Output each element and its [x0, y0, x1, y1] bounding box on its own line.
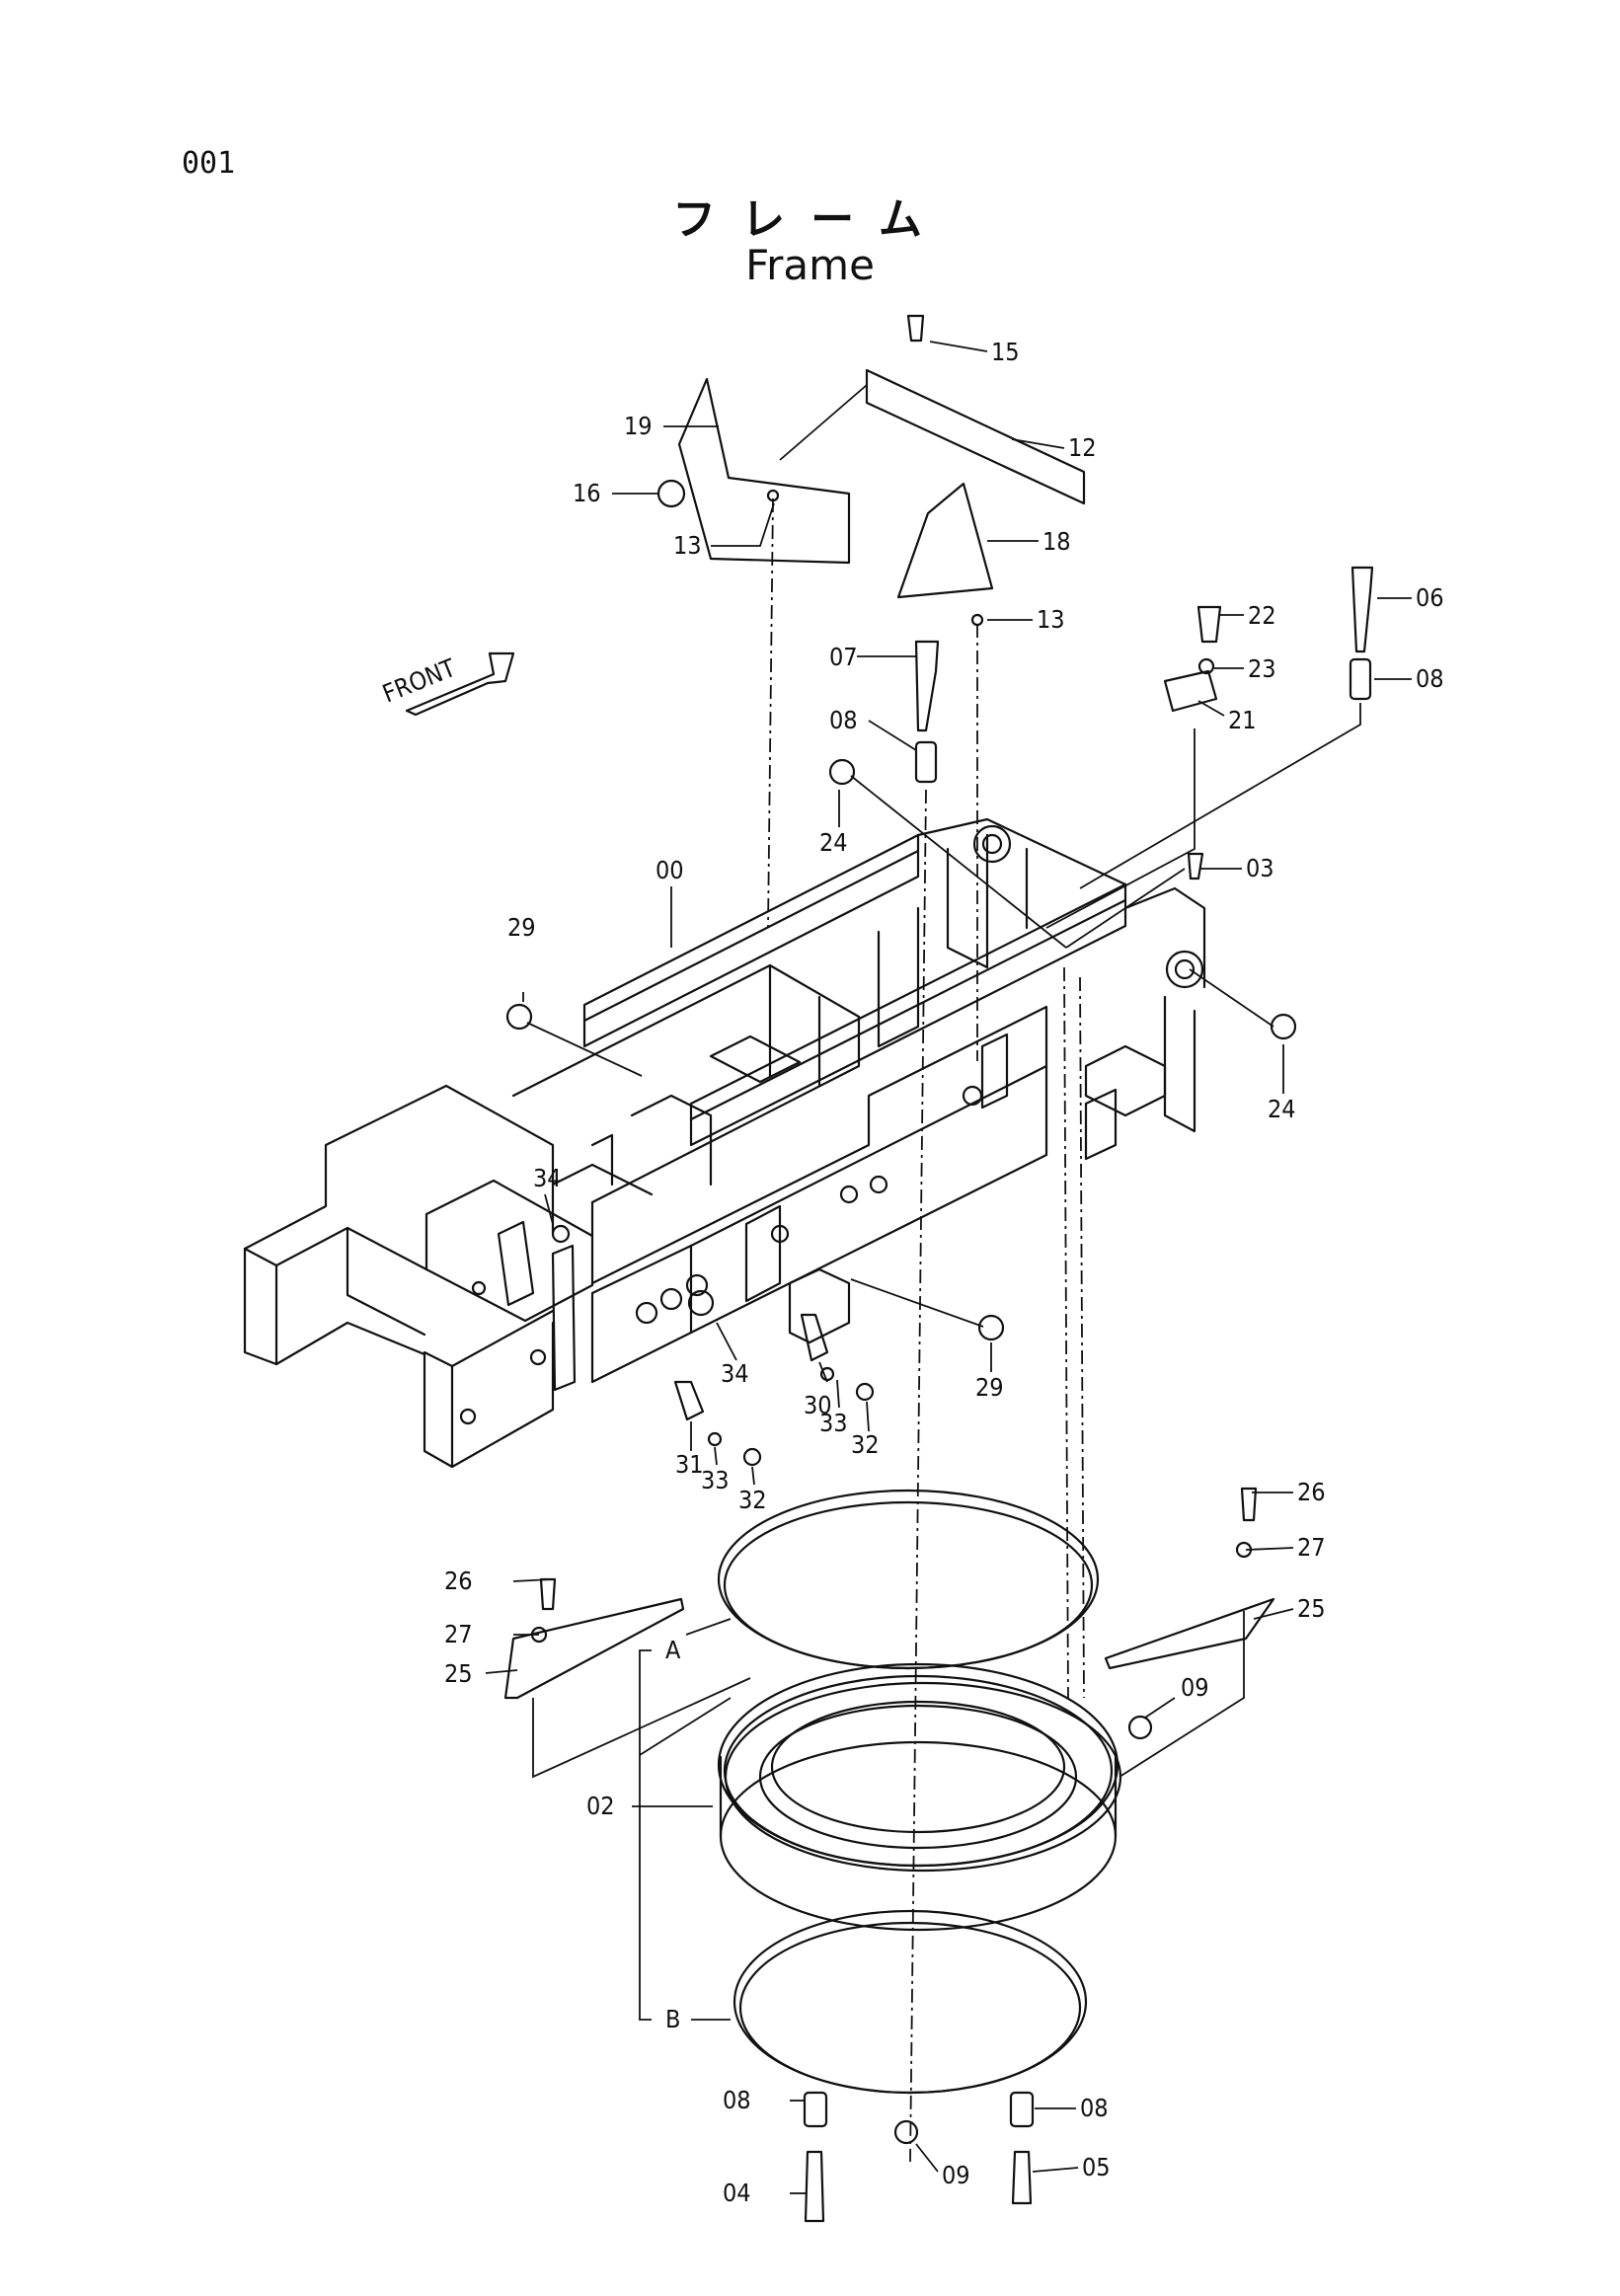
callout-29-right: 29 — [975, 1373, 1004, 1402]
callout-32-right: 32 — [851, 1430, 880, 1459]
page-number: 001 — [182, 146, 236, 181]
callout-08-upper: 08 — [829, 706, 858, 734]
bracket-31 — [673, 1380, 705, 1421]
bolt-26-left — [539, 1577, 557, 1611]
bracket-18 — [896, 482, 994, 599]
callout-09-upper: 09 — [1181, 1673, 1209, 1702]
callout-27-right: 27 — [1297, 1533, 1326, 1562]
callout-25-left: 25 — [444, 1659, 473, 1688]
bolt-05 — [1011, 2150, 1033, 2205]
callout-08-lower-left: 08 — [723, 2086, 751, 2114]
callout-25-right: 25 — [1297, 1594, 1326, 1623]
swing-bearing — [717, 1489, 1122, 2095]
title-japanese: フレーム — [672, 194, 948, 245]
callout-34-lower: 34 — [721, 1359, 749, 1388]
front-arrow — [405, 651, 515, 717]
bolt-32-left — [742, 1447, 762, 1467]
collar-08-lower-left — [803, 2091, 828, 2128]
callout-19: 19 — [624, 412, 653, 440]
callout-02: 02 — [586, 1792, 615, 1820]
callout-24-upper: 24 — [819, 828, 848, 857]
callout-27-left: 27 — [444, 1620, 473, 1648]
plate-21 — [1163, 669, 1218, 713]
callout-15: 15 — [991, 338, 1020, 366]
nut-29-left — [505, 1003, 533, 1031]
upper-frame — [243, 817, 1206, 1469]
bushing-24-right — [1270, 1013, 1297, 1040]
bolt-32-right — [855, 1382, 875, 1402]
callout-18: 18 — [1042, 527, 1071, 556]
collar-08-upper — [914, 740, 938, 784]
callout-23: 23 — [1248, 654, 1276, 683]
callout-B: B — [665, 2005, 680, 2033]
collar-08-lower-right — [1009, 2091, 1035, 2128]
nut-29-right — [977, 1314, 1005, 1341]
cover-25-right — [1104, 1597, 1275, 1670]
callout-26-left: 26 — [444, 1567, 473, 1595]
cover-25-left — [503, 1597, 685, 1700]
bolt-04 — [804, 2150, 825, 2223]
callout-24-right: 24 — [1268, 1095, 1296, 1123]
beam-12 — [865, 368, 1086, 505]
callout-21: 21 — [1228, 706, 1257, 734]
callout-04: 04 — [723, 2179, 751, 2207]
callout-30: 30 — [804, 1391, 832, 1419]
callout-12: 12 — [1068, 433, 1097, 462]
nut-16 — [656, 479, 686, 508]
callout-34-upper: 34 — [533, 1164, 562, 1192]
bolt-07 — [914, 640, 940, 732]
bolt-22 — [1196, 605, 1222, 644]
callout-A: A — [665, 1636, 681, 1664]
fitting-03 — [1187, 852, 1204, 880]
bracket-19 — [677, 377, 851, 565]
callout-13-left: 13 — [673, 531, 702, 560]
callout-33-left: 33 — [701, 1466, 730, 1494]
bushing-24-upper — [828, 758, 856, 786]
bolt-06 — [1350, 566, 1374, 653]
pin-34-upper — [551, 1224, 571, 1244]
callout-32-left: 32 — [738, 1486, 767, 1514]
washer-33-left — [707, 1431, 723, 1447]
callout-22: 22 — [1248, 601, 1276, 630]
callout-09-lower: 09 — [942, 2161, 970, 2189]
pin-34-lower — [687, 1289, 715, 1317]
pin-13-right — [970, 613, 984, 627]
callout-26-right: 26 — [1297, 1478, 1326, 1506]
callout-08-lower-right: 08 — [1080, 2094, 1109, 2122]
callout-06: 06 — [1416, 583, 1444, 612]
callout-31: 31 — [675, 1450, 704, 1479]
washer-23 — [1197, 657, 1215, 675]
callout-03: 03 — [1246, 854, 1274, 882]
nut-09-upper — [1127, 1715, 1153, 1740]
bolt-15 — [906, 314, 925, 343]
bolt-26-right — [1240, 1487, 1258, 1522]
callout-16: 16 — [573, 479, 601, 507]
title-english: Frame — [745, 241, 875, 289]
bracket-30 — [800, 1313, 829, 1362]
callout-29-left: 29 — [507, 913, 536, 942]
callout-13-right: 13 — [1037, 605, 1065, 634]
nut-09-lower — [893, 2119, 919, 2145]
callout-07: 07 — [829, 643, 858, 671]
callout-05: 05 — [1082, 2153, 1111, 2181]
callout-08-right: 08 — [1416, 664, 1444, 693]
collar-08-right — [1349, 657, 1372, 701]
callout-00: 00 — [656, 856, 684, 884]
callout-33-right: 33 — [819, 1409, 848, 1437]
